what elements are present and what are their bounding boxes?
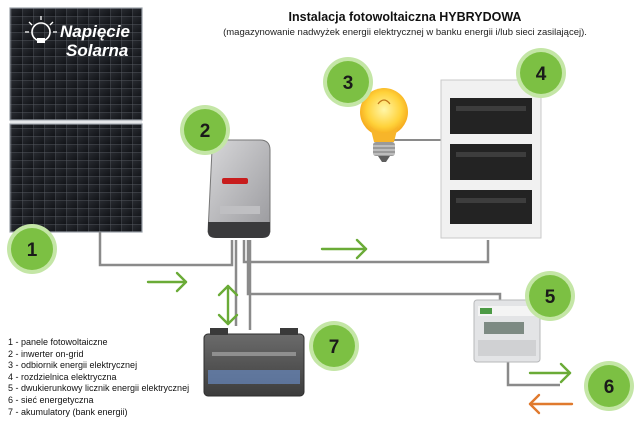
battery-icon [203,328,305,397]
wiring [98,139,560,387]
svg-text:7: 7 [329,337,340,358]
marker-5: 5 [525,271,575,321]
legend: 1 - panele fotowoltaiczne 2 - inwerter o… [8,337,189,418]
arrow-inverter-to-board [320,238,368,260]
sun-bulb-logo-icon [25,16,57,43]
marker-1: 1 [7,224,57,274]
logo-line-1: Napięcie [60,22,130,41]
logo-line-2: Solarna [66,41,128,60]
marker-6: 6 [584,361,634,411]
legend-item: 5 - dwukierunkowy licznik energii elektr… [8,383,190,394]
legend-item: 6 - sieć energetyczna [8,394,94,405]
distribution-board-icon [440,79,542,239]
svg-text:2: 2 [200,121,211,142]
energy-meter-icon [473,299,541,363]
legend-item: 1 - panele fotowoltaiczne [8,337,108,347]
marker-2: 2 [180,105,230,155]
arrow-to-grid [528,362,572,384]
legend-item: 2 - inwerter on-grid [8,348,84,359]
svg-text:6: 6 [604,377,615,398]
diagram-title: Instalacja fotowoltaiczna HYBRYDOWA [288,10,522,24]
arrow-battery-bidirectional [217,284,239,326]
svg-text:1: 1 [27,240,38,261]
arrow-panel-to-inverter [146,271,188,293]
legend-item: 7 - akumulatory (bank energii) [8,406,128,417]
diagram-subtitle: (magazynowanie nadwyżek energii elektryc… [223,27,587,38]
svg-text:5: 5 [545,287,556,308]
light-bulb-icon [360,88,408,162]
flow-arrows [146,238,574,415]
arrow-from-grid [528,393,574,415]
legend-item: 3 - odbiornik energii elektrycznej [8,360,138,371]
marker-4: 4 [516,48,566,98]
marker-3: 3 [323,57,373,107]
marker-7: 7 [309,321,359,371]
inverter-icon [207,139,271,238]
legend-item: 4 - rozdzielnica elektryczna [8,371,117,382]
solar-panel-icon [9,7,143,233]
svg-text:3: 3 [343,73,354,94]
svg-text:4: 4 [536,64,547,85]
